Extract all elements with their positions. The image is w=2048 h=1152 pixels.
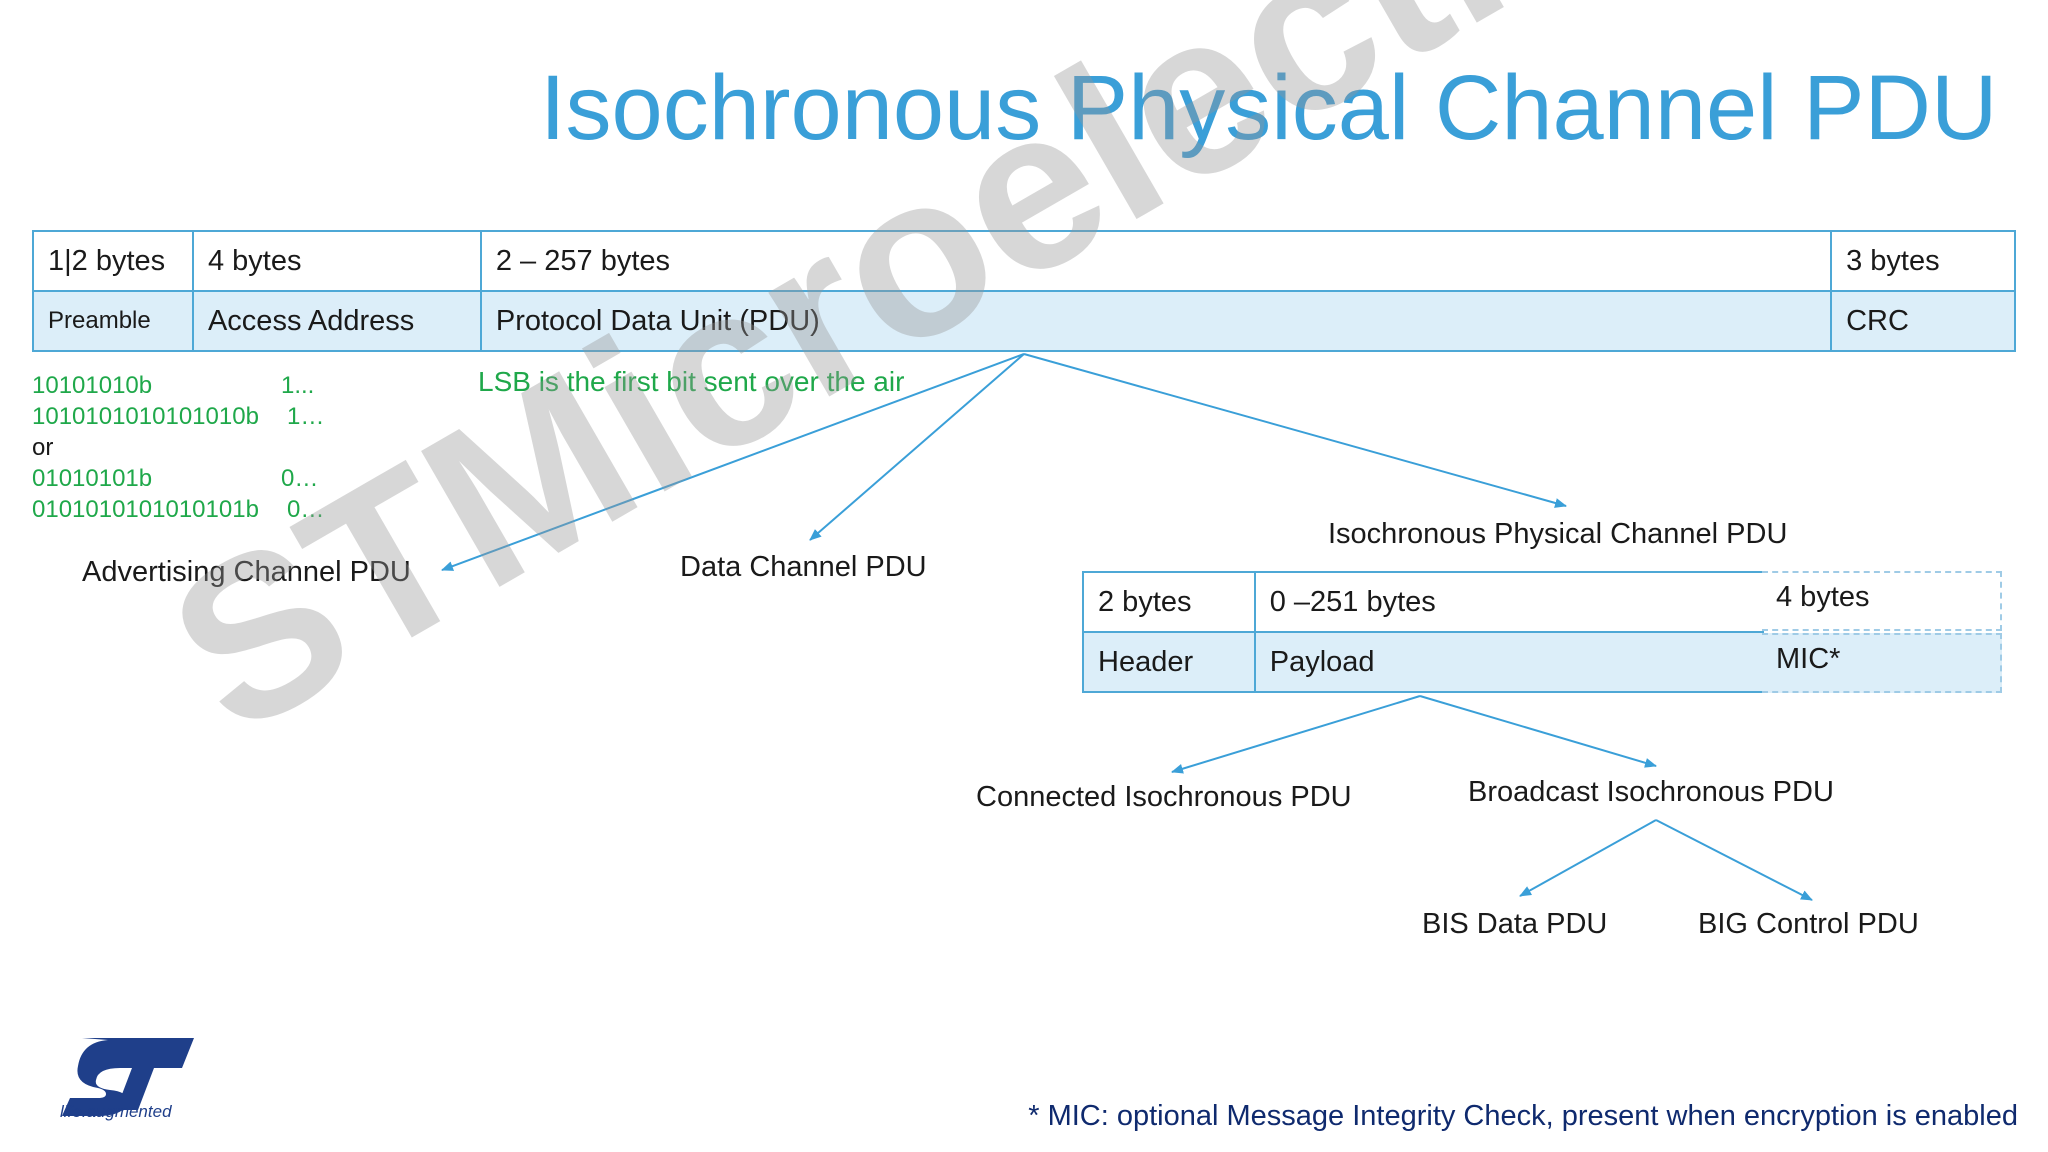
access-address-bytes: 4 bytes: [191, 230, 482, 292]
lsb-note: LSB is the first bit sent over the air: [478, 366, 905, 397]
page-title: Isochronous Physical Channel PDU: [540, 57, 1998, 159]
arrow-to-connected: [1171, 695, 1421, 774]
preamble-field: Preamble: [32, 290, 194, 352]
preamble-pattern-1-value: 1...: [281, 372, 315, 399]
header-bytes: 2 bytes: [1082, 571, 1256, 633]
mic-field: MIC*: [1762, 633, 2002, 693]
mic-footnote: * MIC: optional Message Integrity Check,…: [1028, 1100, 2018, 1132]
preamble-pattern-3: 01010101b: [32, 465, 153, 492]
data-channel-pdu-label: Data Channel PDU: [680, 551, 927, 583]
arrow-to-isochronous: [1023, 353, 1567, 508]
st-logo-icon: [62, 1038, 194, 1116]
iso-byte-size-row: 2 bytes 0 –251 bytes: [1082, 571, 1765, 633]
pdu-field: Protocol Data Unit (PDU): [479, 290, 1833, 352]
bis-data-pdu-label: BIS Data PDU: [1422, 908, 1608, 940]
big-control-pdu-label: BIG Control PDU: [1698, 908, 1919, 940]
preamble-pattern-1: 10101010b: [32, 370, 152, 401]
arrow-to-data: [809, 353, 1025, 541]
preamble-pattern-2: 1010101010101010b: [32, 403, 259, 430]
iso-field-name-row: Header Payload: [1082, 631, 1765, 693]
or-label: or: [32, 434, 54, 461]
preamble-pattern-4: 0101010101010101b: [32, 496, 259, 523]
crc-bytes: 3 bytes: [1830, 230, 2016, 292]
arrow-to-advertising: [441, 353, 1025, 571]
broadcast-isochronous-pdu-label: Broadcast Isochronous PDU: [1468, 776, 1834, 808]
crc-field: CRC: [1830, 290, 2016, 352]
arrow-to-broadcast: [1419, 695, 1657, 768]
arrow-to-bis: [1519, 819, 1657, 897]
payload-field: Payload: [1253, 631, 1765, 693]
logo-tagline: life.augmented: [60, 1102, 172, 1121]
field-name-row: Preamble Access Address Protocol Data Un…: [32, 290, 2016, 352]
advertising-channel-pdu-label: Advertising Channel PDU: [82, 556, 411, 588]
preamble-pattern-2-value: 1…: [287, 403, 325, 430]
mic-bytes: 4 bytes: [1762, 571, 2002, 631]
access-address-field: Access Address: [191, 290, 482, 352]
isochronous-pdu-frame: 2 bytes 0 –251 bytes Header Payload: [1082, 571, 1765, 693]
pdu-bytes: 2 – 257 bytes: [479, 230, 1833, 292]
arrow-to-big: [1655, 819, 1813, 901]
preamble-bytes: 1|2 bytes: [32, 230, 194, 292]
preamble-pattern-3-value: 0…: [281, 465, 319, 492]
preamble-pattern-4-value: 0…: [287, 496, 325, 523]
header-field: Header: [1082, 631, 1256, 693]
isochronous-physical-pdu-label: Isochronous Physical Channel PDU: [1328, 518, 1788, 550]
byte-size-row: 1|2 bytes 4 bytes 2 – 257 bytes 3 bytes: [32, 230, 2016, 292]
main-pdu-frame: 1|2 bytes 4 bytes 2 – 257 bytes 3 bytes …: [32, 230, 2016, 352]
connected-isochronous-pdu-label: Connected Isochronous PDU: [976, 781, 1352, 813]
pattern-bits: 10101010b: [32, 372, 153, 399]
payload-bytes: 0 –251 bytes: [1253, 571, 1765, 633]
